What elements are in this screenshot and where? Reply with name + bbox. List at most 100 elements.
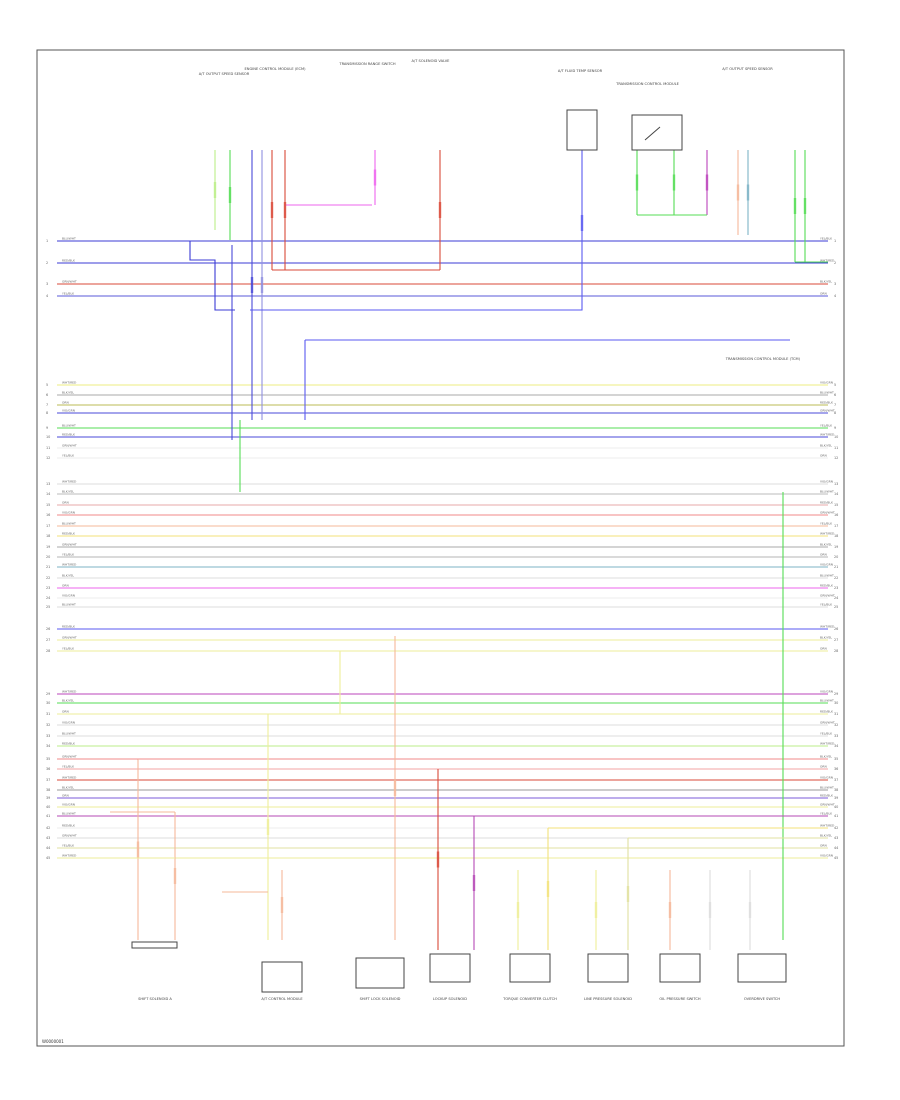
bus-pin-left: 44 [46, 846, 50, 850]
bottom-component-label: SHIFT SOLENOID A [138, 997, 172, 1001]
bus-pin-left: 32 [46, 723, 50, 727]
bus-pin-left: 39 [46, 796, 50, 800]
bus-pin-right: 6 [834, 393, 836, 397]
bus-pin-right: 22 [834, 576, 838, 580]
top-component-label: TRANSMISSION CONTROL MODULE [615, 82, 679, 86]
bottom-component-label: A/T CONTROL MODULE [261, 997, 303, 1001]
bus-pin-left: 7 [46, 403, 48, 407]
bus-label-right: GRN/WHT [820, 409, 835, 413]
bus-pin-right: 4 [834, 294, 836, 298]
bus-label-left: BLK/YEL [62, 786, 74, 790]
bus-label-right: RED/BLK [820, 501, 834, 505]
bus-label-right: BLK/YEL [820, 280, 832, 284]
bottom-component-label: SHIFT LOCK SOLENOID [360, 997, 401, 1001]
bus-label-right: BLU/WHT [820, 699, 834, 703]
top-component-label: TRANSMISSION RANGE SWITCH [338, 62, 396, 66]
bus-label-left: YEL/BLK [62, 844, 75, 848]
bus-pin-left: 15 [46, 503, 50, 507]
bus-label-left: VIO/GRN [62, 594, 75, 598]
bus-pin-right: 30 [834, 701, 838, 705]
component-group [131, 109, 787, 993]
connector-marker [393, 780, 397, 796]
connector-marker [668, 902, 672, 918]
connector-marker [472, 875, 476, 891]
connector-marker [736, 184, 740, 201]
bus-label-right: VIO/GRN [820, 480, 833, 484]
bottom-component-label: TORQUE CONVERTER CLUTCH [502, 997, 557, 1001]
bus-label-left: GRN/WHT [62, 543, 77, 547]
bus-label-left: RED/BLK [62, 532, 76, 536]
connector-marker [173, 868, 177, 884]
bus-pin-left: 35 [46, 757, 50, 761]
bus-label-left: BLK/YEL [62, 490, 74, 494]
bus-label-left: BLK/YEL [62, 699, 74, 703]
bus-label-right: ORN [820, 454, 827, 458]
connector-marker [250, 277, 254, 293]
bus-label-left: BLU/WHT [62, 812, 76, 816]
bus-pin-right: 16 [834, 513, 838, 517]
bus-pin-right: 35 [834, 757, 838, 761]
connector-marker [280, 897, 284, 913]
bus-label-left: GRN/WHT [62, 280, 77, 284]
bus-pin-left: 14 [46, 492, 50, 496]
bus-label-right: VIO/GRN [820, 776, 833, 780]
connector-marker [436, 851, 440, 868]
bottom-component-label: OIL PRESSURE SWITCH [659, 997, 700, 1001]
bus-label-left: ORN [62, 401, 69, 405]
bus-label-left: WHT/RED [62, 480, 77, 484]
bus-pin-left: 4 [46, 294, 48, 298]
bus-pin-left: 30 [46, 701, 50, 705]
bus-label-left: YEL/BLK [62, 553, 75, 557]
bus-pin-left: 18 [46, 534, 50, 538]
bus-pin-right: 9 [834, 426, 836, 430]
bus-label-right: BLK/YEL [820, 444, 832, 448]
bus-label-left: VIO/GRN [62, 803, 75, 807]
top-component-label: A/T OUTPUT SPEED SENSOR [722, 67, 773, 71]
bus-pin-left: 6 [46, 393, 48, 397]
bus-pin-left: 34 [46, 744, 50, 748]
top-component-label: A/T SOLENOID VALVE [412, 59, 451, 63]
bus-label-right: VIO/GRN [820, 690, 833, 694]
bus-pin-right: 19 [834, 545, 838, 549]
connector-marker [516, 902, 520, 918]
bus-pin-left: 31 [46, 712, 50, 716]
bus-label-left: BLU/WHT [62, 603, 76, 607]
bottom-module [429, 953, 471, 983]
bottom-module [659, 953, 701, 983]
connector-marker [283, 202, 287, 218]
bottom-component-label: LINE PRESSURE SOLENOID [584, 997, 632, 1001]
bus-label-right: WHT/RED [820, 742, 835, 746]
bus-label-left: RED/BLK [62, 433, 76, 437]
connector-marker [136, 841, 140, 858]
bus-label-right: WHT/RED [820, 433, 835, 437]
connector-marker [438, 202, 442, 218]
bus-label-right: BLK/YEL [820, 543, 832, 547]
bus-label-right: WHT/RED [820, 532, 835, 536]
bus-pin-right: 10 [834, 435, 838, 439]
bus-pin-left: 40 [46, 805, 50, 809]
bus-label-right: RED/BLK [820, 584, 834, 588]
bus-pin-left: 10 [46, 435, 50, 439]
routed-wire [189, 241, 235, 311]
bus-pin-right: 1 [834, 239, 836, 243]
bus-label-left: BLU/WHT [62, 732, 76, 736]
bus-pin-right: 8 [834, 411, 836, 415]
bus-label-left: WHT/RED [62, 854, 77, 858]
bottom-module [509, 953, 551, 983]
connector-marker [270, 202, 274, 218]
bus-label-left: ORN [62, 794, 69, 798]
bus-pin-left: 41 [46, 814, 50, 818]
connector-marker [672, 174, 676, 191]
bus-pin-right: 43 [834, 836, 838, 840]
bus-label-right: YEL/BLK [820, 732, 833, 736]
bus-label-right: YEL/BLK [820, 424, 833, 428]
bus-label-left: WHT/RED [62, 381, 77, 385]
bus-pin-left: 8 [46, 411, 48, 415]
connector-marker [626, 886, 630, 902]
connector-marker [803, 198, 807, 214]
bus-label-right: BLU/WHT [820, 391, 834, 395]
connector-marker [266, 819, 270, 835]
bus-pin-left: 12 [46, 456, 50, 460]
bus-label-left: WHT/RED [62, 690, 77, 694]
